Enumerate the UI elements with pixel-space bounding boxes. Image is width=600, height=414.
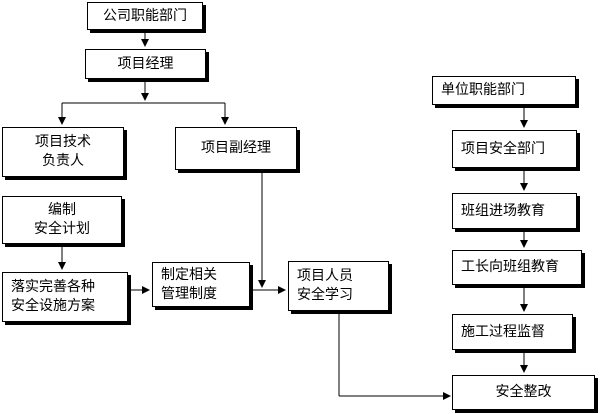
node-tech-lead: 项目技术 负责人	[2, 127, 124, 177]
node-company-dept: 公司职能部门	[87, 2, 203, 30]
node-foreman-education: 工长向班组教育	[452, 250, 582, 285]
node-unit-dept: 单位职能部门	[432, 76, 576, 105]
node-project-safety-dept: 项目安全部门	[452, 130, 577, 168]
node-unit-dept-label: 单位职能部门	[441, 82, 525, 98]
node-project-manager: 项目经理	[85, 49, 206, 79]
node-project-manager-label: 项目经理	[117, 55, 174, 72]
node-team-education-label: 班组进场教育	[461, 202, 545, 219]
node-management-system: 制定相关 管理制度	[152, 262, 250, 307]
node-compile-plan-label: 编制 安全计划	[34, 202, 90, 237]
node-implement-measures-label: 落实完善各种 安全设施方案	[11, 279, 95, 314]
node-deputy-manager-label: 项目副经理	[201, 140, 271, 156]
node-safety-rectification-label: 安全整改	[495, 384, 552, 400]
node-implement-measures: 落实完善各种 安全设施方案	[2, 272, 128, 322]
node-company-dept-label: 公司职能部门	[103, 7, 187, 24]
node-management-system-label: 制定相关 管理制度	[161, 266, 217, 302]
node-process-supervision: 施工过程监督	[452, 314, 573, 350]
node-tech-lead-label: 项目技术 负责人	[35, 134, 91, 169]
node-deputy-manager: 项目副经理	[175, 127, 297, 170]
node-team-education: 班组进场教育	[452, 193, 577, 229]
node-safety-rectification: 安全整改	[452, 375, 595, 410]
node-staff-study: 项目人员 安全学习	[288, 261, 389, 311]
node-foreman-education-label: 工长向班组教育	[461, 259, 559, 275]
node-process-supervision-label: 施工过程监督	[461, 323, 545, 340]
node-project-safety-dept-label: 项目安全部门	[461, 140, 545, 157]
node-staff-study-label: 项目人员 安全学习	[297, 268, 353, 303]
node-compile-plan: 编制 安全计划	[2, 196, 122, 244]
